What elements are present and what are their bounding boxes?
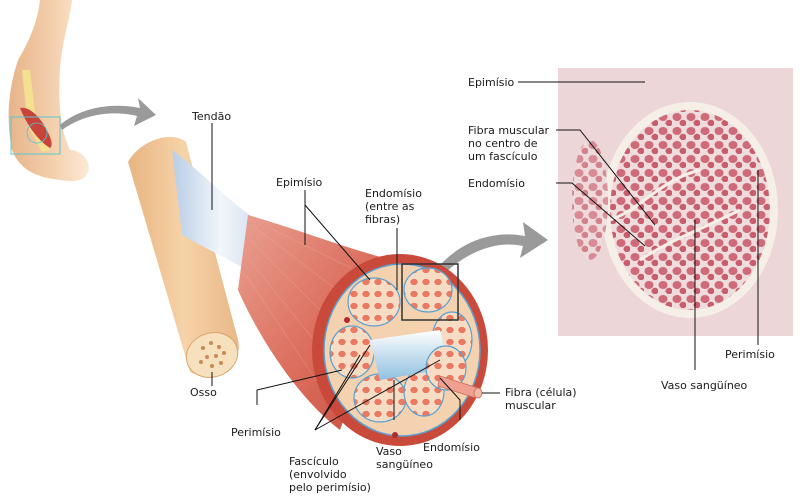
label-endomisio-bottom: Endomísio — [423, 441, 480, 454]
arm-thumbnail — [8, 0, 89, 182]
label-epimisio-left: Epimísio — [276, 176, 323, 189]
leader-lines — [211, 81, 759, 431]
label-vaso-right: Vaso sangüíneo — [661, 379, 748, 392]
label-fibra-celula: Fibra (célula) muscular — [505, 386, 577, 412]
label-vaso-left: Vaso sangüíneo — [376, 445, 433, 471]
label-perimisio-left: Perimísio — [231, 426, 281, 439]
zoom-arrow-right — [436, 222, 548, 276]
muscle-cross-section — [312, 254, 488, 446]
label-fibra-centro: Fibra muscular no centro de um fascículo — [468, 124, 550, 163]
zoom-arrow-left — [60, 98, 156, 130]
label-osso: Osso — [190, 386, 217, 399]
label-epimisio-right: Epimísio — [468, 76, 515, 89]
label-perimisio-right: Perimísio — [725, 348, 775, 361]
micrograph — [558, 68, 793, 336]
label-endomisio-right: Endomísio — [468, 177, 525, 190]
label-tendao: Tendão — [192, 110, 232, 123]
label-endomisio-top: Endomísio (entre as fibras) — [365, 187, 422, 226]
label-fasciculo: Fascículo (envolvido pelo perimísio) — [289, 455, 371, 494]
bone — [128, 136, 239, 378]
